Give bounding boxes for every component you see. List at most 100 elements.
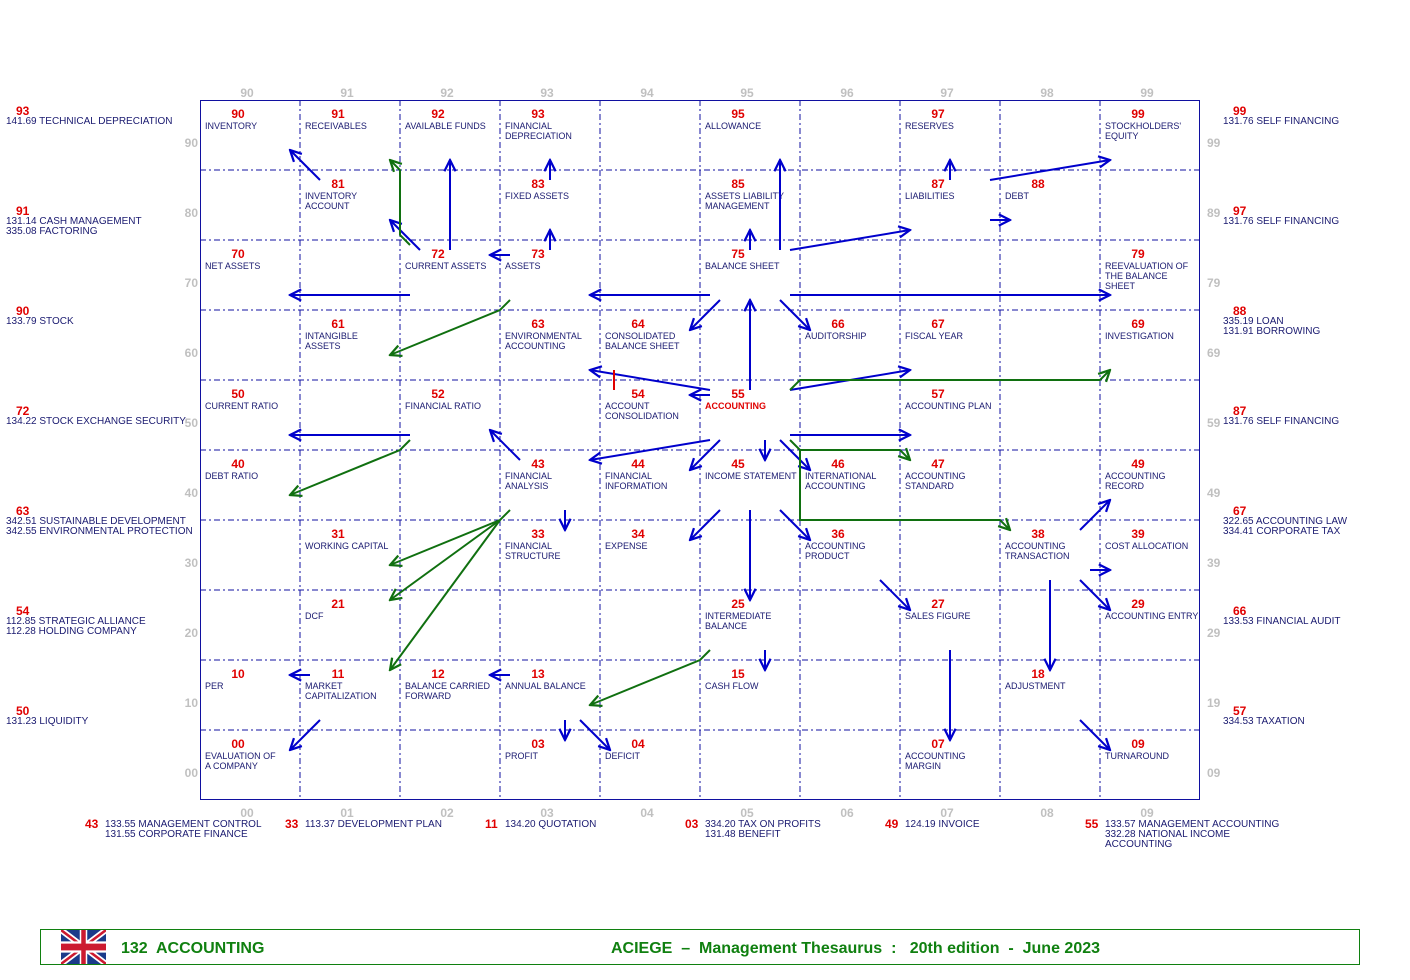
concept-label: AVAILABLE FUNDS	[405, 121, 486, 131]
reference-term: 133.57 MANAGEMENT ACCOUNTING	[1105, 819, 1280, 830]
concept-code: 70	[231, 247, 245, 261]
arrow	[390, 519, 501, 600]
concept-label: ACCOUNTING	[705, 401, 766, 411]
top-axis-label: 97	[940, 86, 954, 100]
reference-terms: 134.22 STOCK EXCHANGE SECURITY	[6, 417, 186, 427]
bottom-axis-label: 00	[240, 806, 254, 820]
reference-term: 335.19 LOAN	[1223, 316, 1284, 327]
uk-flag-icon	[61, 930, 106, 964]
concept-label: DEFICIT	[605, 751, 640, 761]
arrow	[789, 439, 910, 460]
left-axis-label: 40	[184, 486, 198, 500]
right-axis-label: 99	[1207, 136, 1221, 150]
concept-label: RECEIVABLES	[305, 121, 367, 131]
concept-code: 21	[331, 597, 345, 611]
concept-code: 44	[631, 457, 645, 471]
concept-code: 45	[731, 457, 745, 471]
concept-label: PER	[205, 681, 224, 691]
